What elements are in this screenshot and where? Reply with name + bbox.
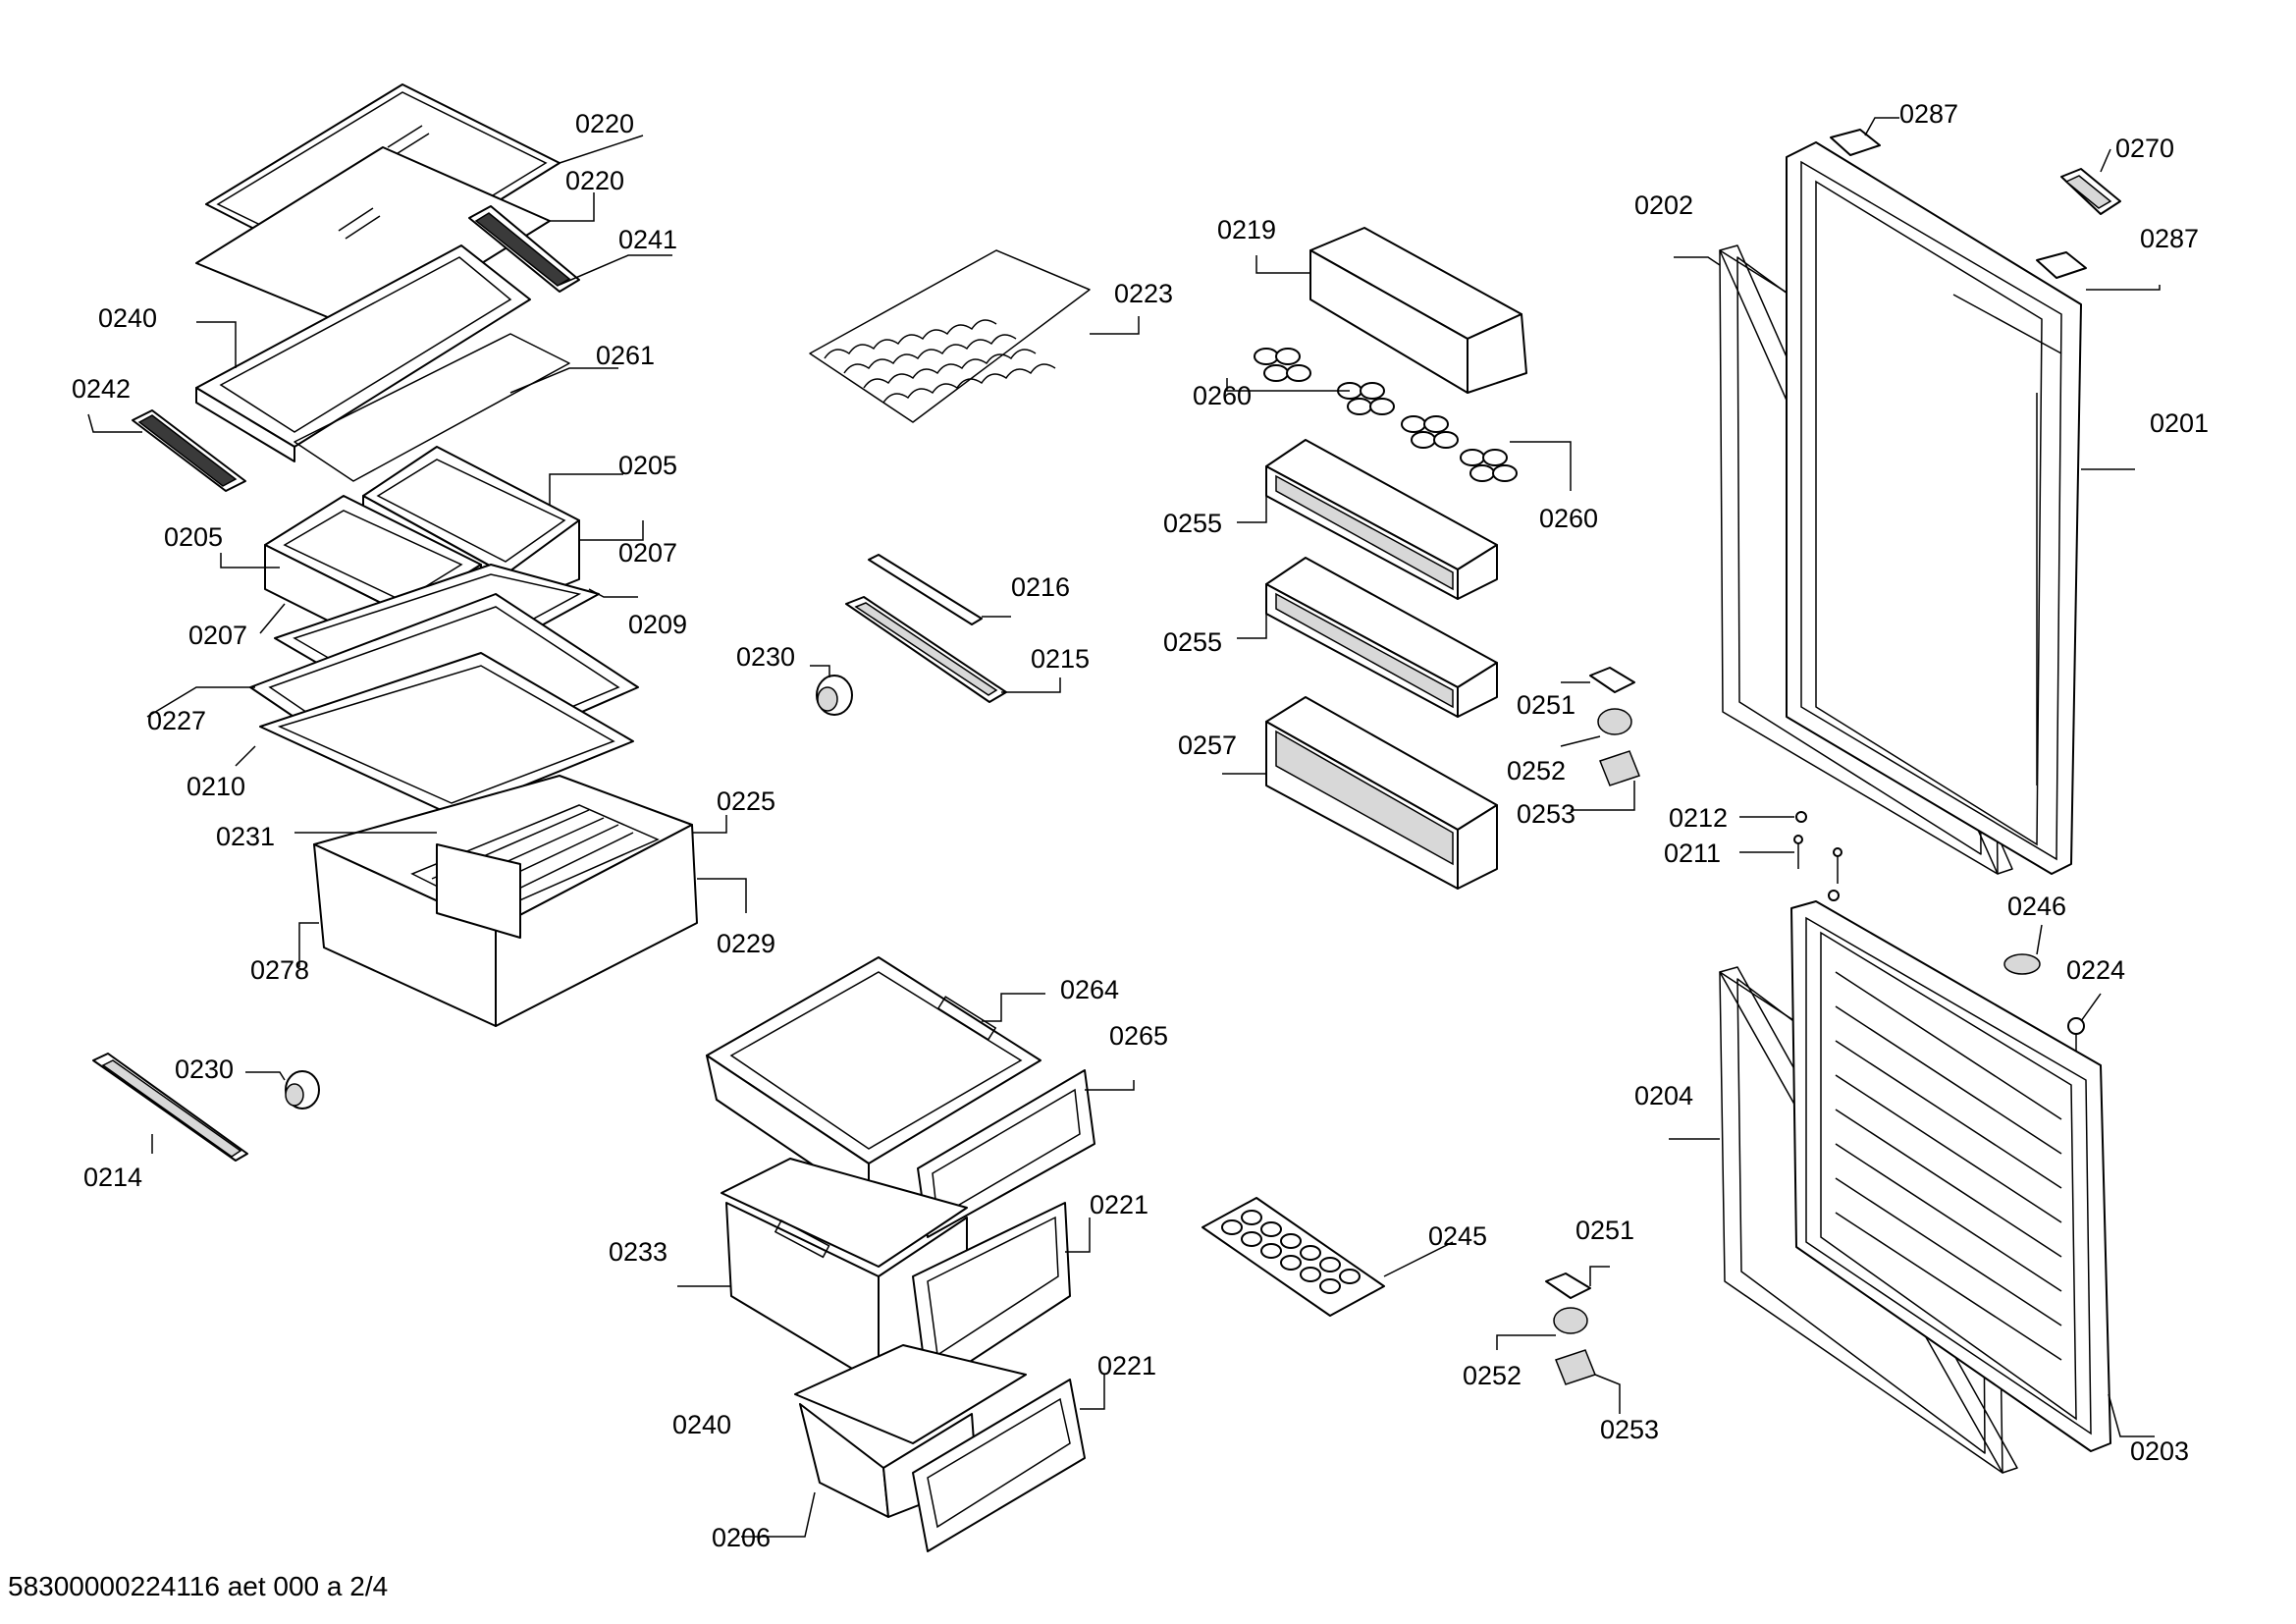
butter-compartment	[1309, 227, 1527, 394]
crisper-drawer	[313, 775, 698, 1027]
label-0230-lower: 0230	[175, 1055, 234, 1084]
upper-door	[1786, 141, 2082, 875]
label-0221-lower: 0221	[1097, 1351, 1156, 1380]
label-0211: 0211	[1664, 839, 1721, 868]
label-0255-lower: 0255	[1163, 627, 1222, 657]
label-0265: 0265	[1109, 1021, 1168, 1051]
label-0216: 0216	[1011, 572, 1070, 602]
lower-door	[1790, 900, 2111, 1452]
label-0215: 0215	[1031, 644, 1090, 674]
label-0242: 0242	[72, 374, 131, 404]
label-0240-shelf: 0240	[98, 303, 157, 333]
label-0241: 0241	[618, 225, 677, 254]
label-0209: 0209	[628, 610, 687, 639]
label-0223: 0223	[1114, 279, 1173, 308]
label-0221-upper: 0221	[1090, 1190, 1148, 1219]
label-0252-lower: 0252	[1463, 1361, 1522, 1390]
top-cap-left	[1830, 129, 1881, 156]
label-0251-lower: 0251	[1575, 1216, 1634, 1245]
label-0206: 0206	[712, 1523, 771, 1552]
label-0205-left: 0205	[164, 522, 223, 552]
top-cap-right	[2036, 251, 2087, 279]
label-0253-upper: 0253	[1517, 799, 1575, 829]
door-stop	[2003, 953, 2041, 975]
cover-frame	[259, 652, 634, 816]
glass-plate	[294, 333, 570, 482]
label-0210: 0210	[187, 772, 245, 801]
rail-lower	[845, 596, 1007, 703]
label-0252-upper: 0252	[1507, 756, 1566, 785]
label-0225: 0225	[717, 786, 775, 816]
hinge-set-lower	[1545, 1272, 1596, 1385]
label-0257: 0257	[1178, 731, 1237, 760]
roller-upper	[816, 675, 853, 716]
label-0231: 0231	[216, 822, 275, 851]
label-0287-side: 0287	[2140, 224, 2199, 253]
label-0201: 0201	[2150, 408, 2209, 438]
label-0251-upper: 0251	[1517, 690, 1575, 720]
label-0278: 0278	[250, 955, 309, 985]
label-0260-left: 0260	[1193, 381, 1252, 410]
shelf-trim-right	[468, 205, 580, 293]
bottom-drawer-front	[912, 1379, 1086, 1552]
egg-tray	[1254, 348, 1518, 482]
label-0207-right: 0207	[618, 538, 677, 568]
shelf-frame	[195, 244, 531, 462]
label-0220-top: 0220	[575, 109, 634, 138]
ice-cube-tray	[1201, 1197, 1385, 1317]
door-screws	[1793, 811, 1842, 901]
shelf-trim-left	[132, 409, 246, 492]
label-0287-top: 0287	[1899, 99, 1958, 129]
drawing-reference: 58300000224116 aet 000 a 2/4	[8, 1571, 389, 1601]
label-0219: 0219	[1217, 215, 1276, 244]
wine-rack	[809, 249, 1091, 423]
label-0203: 0203	[2130, 1436, 2189, 1466]
door-bin-upper	[1265, 439, 1498, 600]
label-0229: 0229	[717, 929, 775, 958]
label-0261: 0261	[596, 341, 655, 370]
label-0270: 0270	[2115, 134, 2174, 163]
label-0245: 0245	[1428, 1221, 1487, 1251]
leader-lines	[87, 117, 2161, 1538]
door-bin-large	[1265, 696, 1498, 890]
label-0240-drawer: 0240	[672, 1410, 731, 1439]
label-0264: 0264	[1060, 975, 1119, 1004]
label-0260-right: 0260	[1539, 504, 1598, 533]
drawer-rail	[92, 1053, 248, 1162]
label-0255-upper: 0255	[1163, 509, 1222, 538]
label-0204: 0204	[1634, 1081, 1693, 1110]
door-bin-lower	[1265, 557, 1498, 718]
label-0205-right: 0205	[618, 451, 677, 480]
label-0212: 0212	[1669, 803, 1728, 833]
label-0233: 0233	[609, 1237, 667, 1267]
label-0207-left: 0207	[188, 621, 247, 650]
hinge-set-upper	[1589, 667, 1640, 786]
label-0202: 0202	[1634, 190, 1693, 220]
label-0246: 0246	[2007, 892, 2066, 921]
label-0230-upper: 0230	[736, 642, 795, 672]
label-0220-second: 0220	[565, 166, 624, 195]
rail-upper	[868, 554, 983, 625]
label-0224: 0224	[2066, 955, 2125, 985]
part-labels: 0220 0220 0241 0240 0261 0242 0205 0205 …	[72, 99, 2209, 1552]
roller-lower	[285, 1070, 320, 1110]
label-0253-lower: 0253	[1600, 1415, 1659, 1444]
label-0227: 0227	[147, 706, 206, 735]
hinge-cover	[2060, 168, 2121, 215]
label-0214: 0214	[83, 1163, 142, 1192]
upper-freezer-drawer	[706, 956, 1041, 1204]
